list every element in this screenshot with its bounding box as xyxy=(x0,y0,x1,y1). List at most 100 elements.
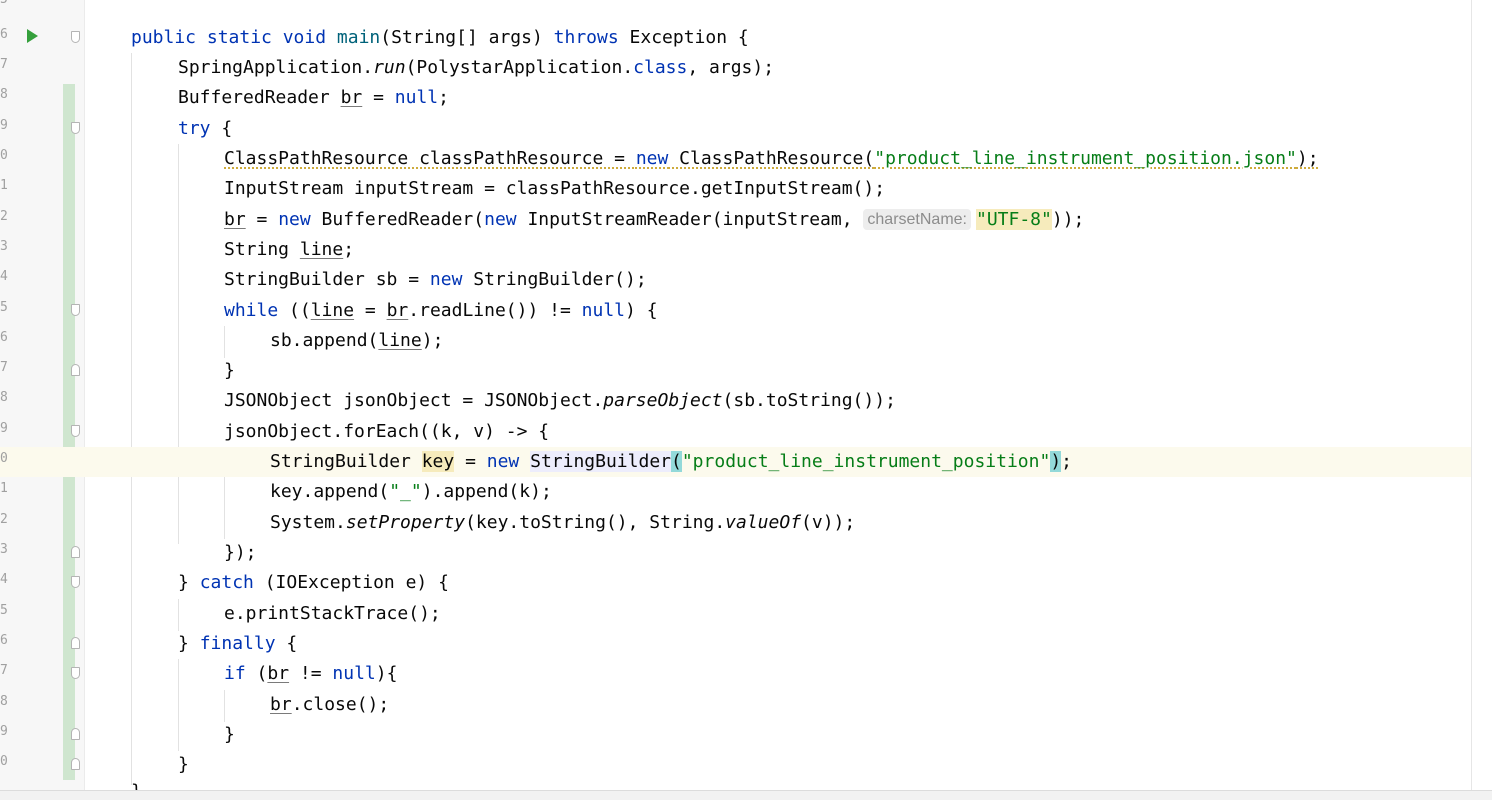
code-line[interactable]: 1 key.append("_").append(k); xyxy=(0,477,1471,507)
line-number: 5 xyxy=(0,0,12,7)
fold-open-icon[interactable] xyxy=(71,667,80,679)
code-token: key.append( xyxy=(270,481,390,502)
code-token: = xyxy=(354,300,387,321)
string-literal: "product_line_instrument_position" xyxy=(681,451,1051,472)
fold-open-icon[interactable] xyxy=(71,304,80,316)
vcs-change-marker[interactable] xyxy=(63,84,75,780)
code-line[interactable]: 7 } xyxy=(0,356,1471,386)
code-line[interactable]: 6 sb.append(line); xyxy=(0,326,1471,356)
fold-open-icon[interactable] xyxy=(71,425,80,437)
code-line[interactable]: 2 br = new BufferedReader(new InputStrea… xyxy=(0,205,1471,235)
code-line[interactable]: 0 ClassPathResource classPathResource = … xyxy=(0,144,1471,174)
code-text: public static void main(String[] args) t… xyxy=(131,26,749,50)
keyword: null xyxy=(394,87,439,108)
code-text: br.close(); xyxy=(270,693,389,717)
code-text: e.printStackTrace(); xyxy=(224,602,441,626)
static-method: run xyxy=(373,57,406,78)
keyword: while xyxy=(224,300,279,321)
code-token: StringBuilder xyxy=(270,451,422,472)
fold-close-icon[interactable] xyxy=(71,364,80,376)
line-number: 9 xyxy=(0,118,8,133)
keyword: null xyxy=(332,663,376,684)
code-token: != xyxy=(289,663,333,684)
code-text: ClassPathResource classPathResource = ne… xyxy=(224,147,1319,171)
code-line[interactable]: 6 public static void main(String[] args)… xyxy=(0,23,1471,53)
code-line[interactable]: 4 } catch (IOException e) { xyxy=(0,568,1471,598)
code-line[interactable]: 7 if (br != null){ xyxy=(0,659,1471,689)
code-line[interactable]: 5 while ((line = br.readLine()) != null)… xyxy=(0,296,1471,326)
line-number: 1 xyxy=(0,178,8,193)
code-line[interactable]: 8 BufferedReader br = null; xyxy=(0,83,1471,113)
line-number: 6 xyxy=(0,330,8,345)
code-line[interactable]: 5 e.printStackTrace(); xyxy=(0,599,1471,629)
line-number: 2 xyxy=(0,209,8,224)
code-token: ); xyxy=(421,330,444,351)
fold-open-icon[interactable] xyxy=(71,122,80,134)
code-text: System.setProperty(key.toString(), Strin… xyxy=(270,511,855,535)
line-number: 0 xyxy=(0,451,8,466)
fold-close-icon[interactable] xyxy=(71,546,80,558)
code-token: BufferedReader xyxy=(178,87,341,108)
code-text: } xyxy=(178,753,189,777)
fold-open-icon[interactable] xyxy=(71,31,80,43)
indent-guide xyxy=(224,690,225,722)
code-token: }); xyxy=(224,542,257,563)
fold-open-icon[interactable] xyxy=(71,576,80,588)
line-number: 7 xyxy=(0,57,8,72)
fold-close-icon[interactable] xyxy=(71,758,80,770)
line-number: 6 xyxy=(0,633,8,648)
keyword: finally xyxy=(199,633,276,654)
code-token: System. xyxy=(270,512,346,533)
code-line[interactable]: 9 try { xyxy=(0,114,1471,144)
line-number: 0 xyxy=(0,148,8,163)
code-line[interactable]: 9 } xyxy=(0,720,1471,750)
code-line[interactable]: 2 System.setProperty(key.toString(), Str… xyxy=(0,508,1471,538)
code-token: } xyxy=(178,754,189,775)
static-method: parseObject xyxy=(603,390,723,411)
code-text: jsonObject.forEach((k, v) -> { xyxy=(224,420,549,444)
code-line[interactable]: 3 String line; xyxy=(0,235,1471,265)
code-text: while ((line = br.readLine()) != null) { xyxy=(224,299,658,323)
variable: br xyxy=(270,694,292,715)
run-icon[interactable] xyxy=(27,29,38,43)
code-line[interactable]: 4 StringBuilder sb = new StringBuilder()… xyxy=(0,265,1471,295)
code-token: } xyxy=(178,633,200,654)
string-literal: "UTF-8" xyxy=(976,209,1052,230)
code-line[interactable]: 0 } xyxy=(0,750,1471,780)
fold-close-icon[interactable] xyxy=(71,728,80,740)
line-number: 7 xyxy=(0,663,8,678)
line-number: 8 xyxy=(0,694,8,709)
fold-close-icon[interactable] xyxy=(71,637,80,649)
code-line[interactable]: 3 }); xyxy=(0,538,1471,568)
code-line[interactable]: 7 SpringApplication.run(PolystarApplicat… xyxy=(0,53,1471,83)
code-line[interactable]: 5 xyxy=(0,0,1471,18)
code-line[interactable]: 8 br.close(); xyxy=(0,690,1471,720)
keyword: new xyxy=(484,209,517,230)
code-text: JSONObject jsonObject = JSONObject.parse… xyxy=(224,389,896,413)
constructor-reference: StringBuilder xyxy=(530,451,671,472)
variable: line xyxy=(310,300,355,321)
code-line[interactable]: 1 InputStream inputStream = classPathRes… xyxy=(0,174,1471,204)
code-token: (( xyxy=(278,300,311,321)
variable: br xyxy=(386,300,409,321)
code-line[interactable]: 9 jsonObject.forEach((k, v) -> { xyxy=(0,417,1471,447)
code-token: StringBuilder sb = xyxy=(224,269,430,290)
code-line[interactable]: } xyxy=(0,777,1471,790)
code-token: (PolystarApplication. xyxy=(405,57,634,78)
line-number: 1 xyxy=(0,481,8,496)
horizontal-scrollbar[interactable] xyxy=(0,790,1492,800)
line-number: 8 xyxy=(0,87,8,102)
code-line[interactable]: 8 JSONObject jsonObject = JSONObject.par… xyxy=(0,386,1471,416)
code-text: BufferedReader br = null; xyxy=(178,86,449,110)
matched-paren: ) xyxy=(1050,451,1062,472)
code-token: ); xyxy=(1296,148,1319,169)
right-margin-guide xyxy=(1471,0,1472,800)
code-line[interactable]: 6 } finally { xyxy=(0,629,1471,659)
code-token: ; xyxy=(1061,451,1072,472)
code-text: key.append("_").append(k); xyxy=(270,480,552,504)
line-number: 9 xyxy=(0,421,8,436)
code-token: InputStreamReader(inputStream, xyxy=(516,209,864,230)
warning-span[interactable]: ClassPathResource classPathResource = ne… xyxy=(224,148,1319,169)
current-code-line[interactable]: 0 StringBuilder key = new StringBuilder(… xyxy=(0,447,1471,478)
